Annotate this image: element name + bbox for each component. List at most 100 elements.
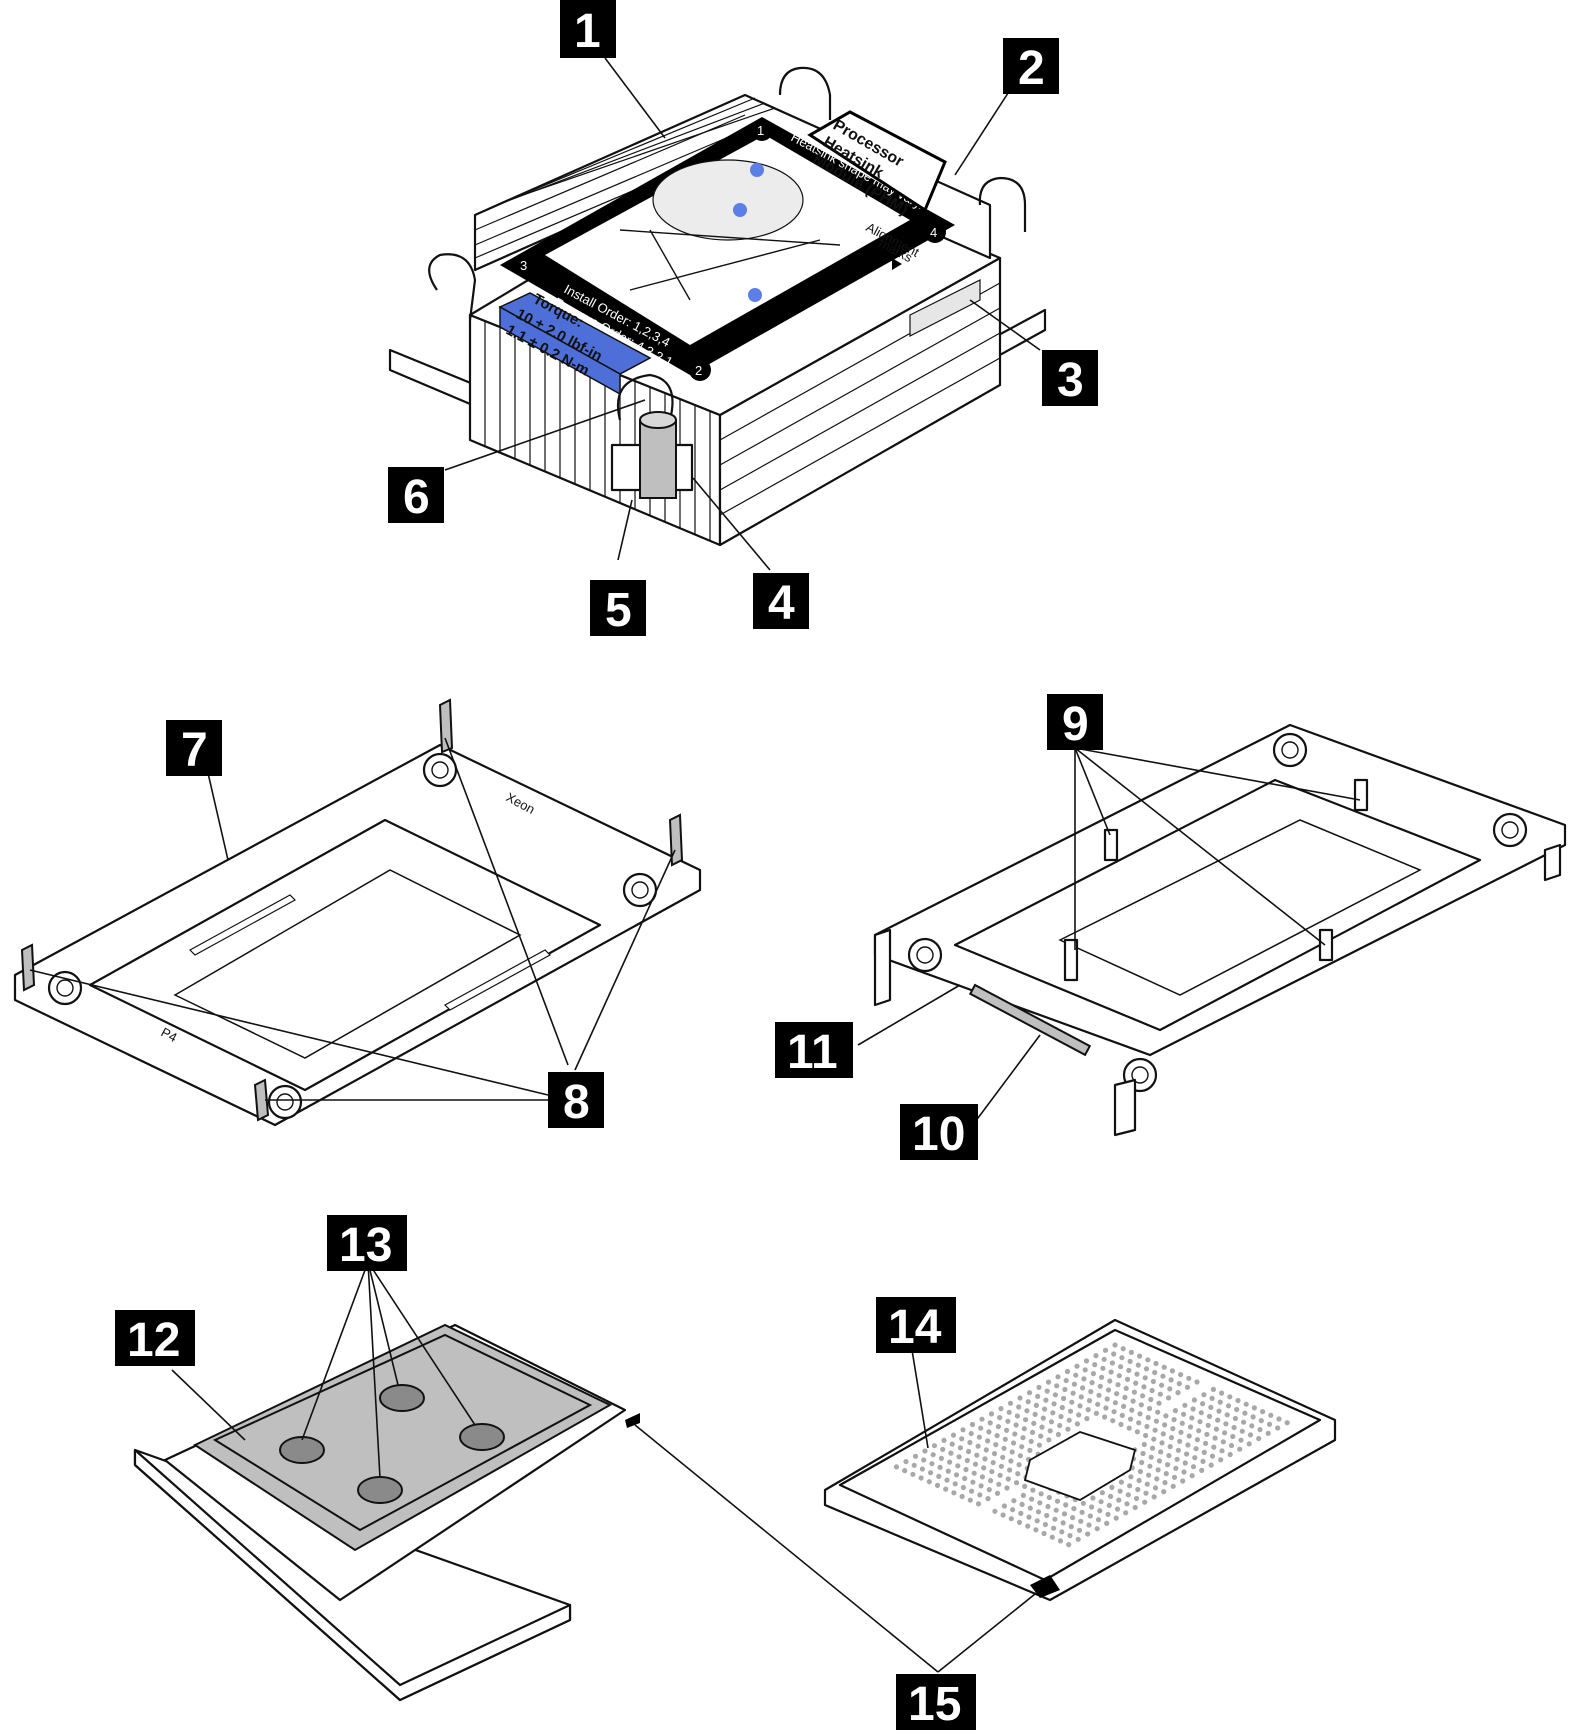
pin [1095,1401,1101,1407]
pin [1156,1458,1162,1464]
pin [1133,1380,1139,1386]
pin [1179,1420,1185,1426]
pin [987,1420,993,1426]
callout-7-text: 7 [181,724,208,777]
pin [919,1466,926,1472]
pin [1066,1542,1072,1548]
pin [1097,1383,1103,1389]
pin [1156,1400,1162,1406]
pin [1268,1412,1274,1418]
pin [1142,1499,1148,1505]
pin [1124,1376,1131,1382]
callout-9: 9 [1047,694,1103,751]
pin [1250,1414,1256,1420]
pin [1137,1468,1143,1475]
pin [1176,1381,1182,1387]
pin [1211,1444,1217,1450]
pin [994,1490,1001,1496]
pin [1144,1481,1150,1487]
pin [1063,1502,1069,1508]
pin [990,1460,996,1466]
pin [1087,1513,1093,1519]
pin [985,1496,991,1502]
pin [1137,1353,1143,1359]
pin [911,1462,917,1468]
pin [1178,1372,1184,1378]
pin [1219,1448,1225,1454]
pin [1234,1406,1240,1413]
pin [1057,1422,1063,1429]
pin [1155,1467,1161,1473]
pin [1024,1408,1030,1414]
pin [1046,1437,1052,1443]
pin [1114,1391,1120,1397]
pin [1093,1353,1099,1359]
pin [1189,1473,1195,1479]
pin [1186,1433,1192,1439]
pin [1071,1381,1077,1387]
pin [1243,1401,1249,1407]
pin [1126,1425,1132,1431]
pin [963,1466,969,1473]
pin [921,1457,927,1463]
callout-11: 11 [775,1022,853,1079]
pin [1143,1366,1150,1372]
pin [1197,1419,1203,1425]
callout-8-text: 8 [563,1076,590,1129]
pin [1191,1397,1197,1403]
pin [1082,1367,1088,1373]
pin [1070,1390,1076,1396]
pin [1182,1402,1188,1408]
pin [1016,1404,1022,1410]
pin [1230,1433,1236,1440]
pin [1224,1412,1230,1418]
pin [1018,1510,1024,1516]
callout-1-text: 1 [574,5,601,58]
pin [1227,1451,1233,1458]
pin [1184,1384,1191,1390]
pin [1008,1458,1014,1464]
pin [1026,1390,1033,1396]
pin [1215,1417,1221,1423]
pin [1055,1374,1061,1380]
heatsink-fins-back [474,97,776,259]
callout-3: 3 [1042,350,1098,407]
pin [955,1463,961,1469]
pin [1232,1415,1238,1422]
pin [1194,1437,1200,1443]
pin [1275,1425,1281,1431]
pin [1210,1386,1216,1392]
pin [1054,1498,1061,1504]
pin [1013,1480,1020,1486]
callout-15: 15 [896,1674,976,1731]
pin [1083,1358,1090,1364]
pin [1059,1529,1065,1535]
pin [1058,1413,1064,1420]
pin [1147,1463,1153,1469]
pin [1051,1401,1057,1407]
pin [1201,1449,1207,1455]
pin [1135,1362,1141,1368]
pin [1139,1459,1145,1466]
pin [1004,1427,1010,1433]
pin [1102,1414,1108,1420]
pin [1219,1390,1225,1396]
pin [1257,1427,1263,1433]
pin [1165,1462,1171,1468]
callout-12-text: 12 [127,1314,180,1367]
pin [1216,1408,1222,1414]
pin [983,1447,989,1453]
pin [1112,1342,1118,1348]
pin [978,1425,984,1431]
pin [1109,1484,1115,1490]
pin [1127,1483,1133,1489]
pin [1054,1383,1060,1389]
pin [1258,1418,1264,1424]
pin [1019,1444,1025,1450]
pin [1038,1491,1044,1497]
pin [1151,1494,1157,1500]
pin [1069,1399,1075,1405]
pin [1007,1400,1014,1406]
pin [1089,1380,1095,1386]
